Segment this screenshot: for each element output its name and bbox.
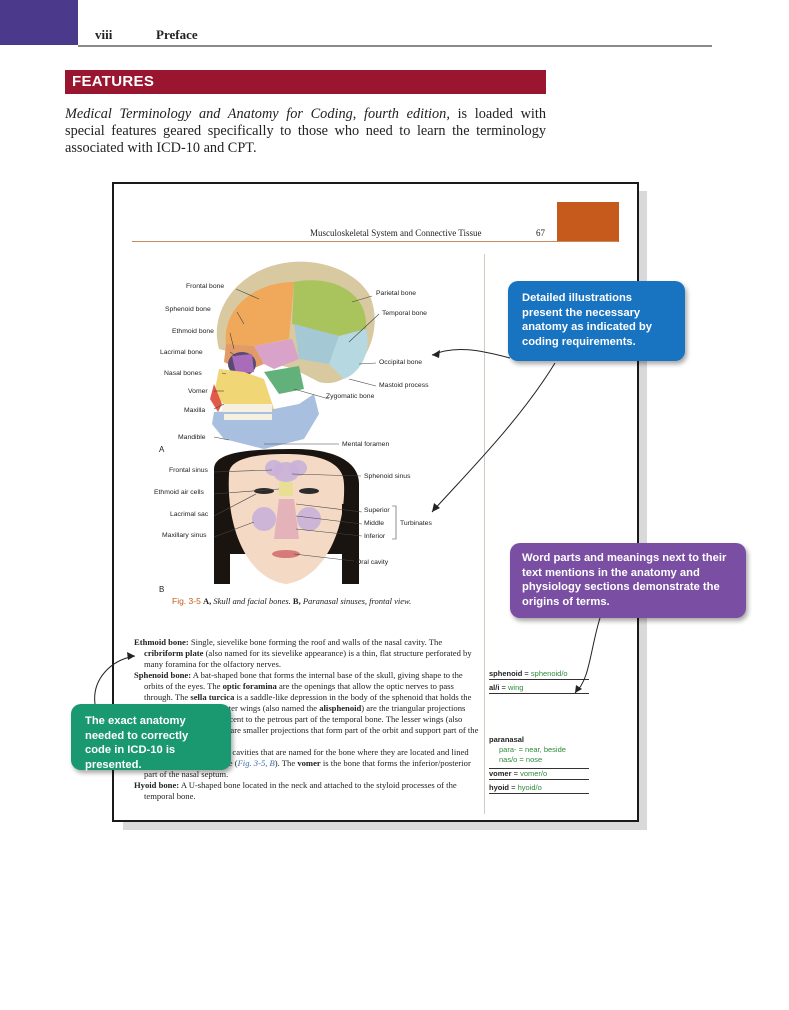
- sphenoid-paragraph: Sphenoid bone: A bat-shaped bone that fo…: [134, 670, 479, 746]
- label-middle: Middle: [364, 520, 384, 527]
- callout-word-parts: Word parts and meanings next to their te…: [510, 543, 746, 618]
- intro-text: is loaded with special features geared s…: [65, 106, 546, 156]
- sidebar-para: para- = near, beside: [499, 745, 566, 754]
- label-maxilla: Maxilla: [184, 407, 205, 414]
- figure-caption: Fig. 3-5 A, Skull and facial bones. B, P…: [172, 596, 412, 606]
- panel-a-label: A: [159, 445, 165, 454]
- features-heading-bar: FEATURES: [65, 70, 546, 94]
- label-sphenoid-bone: Sphenoid bone: [165, 306, 211, 313]
- page-number: viii: [95, 27, 113, 42]
- label-maxillary-sinus: Maxillary sinus: [162, 532, 207, 539]
- callout-exact-anatomy: The exact anatomy needed to correctly co…: [71, 704, 231, 771]
- book-title: Medical Terminology and Anatomy for Codi…: [65, 106, 450, 122]
- running-title: Preface: [156, 27, 198, 42]
- label-turbinates: Turbinates: [400, 520, 432, 527]
- label-frontal-bone: Frontal bone: [186, 283, 224, 290]
- label-mental-foramen: Mental foramen: [342, 441, 389, 448]
- label-ethmoid-bone: Ethmoid bone: [172, 328, 214, 335]
- features-heading: FEATURES: [72, 73, 155, 90]
- label-mandible: Mandible: [178, 434, 206, 441]
- label-inferior: Inferior: [364, 533, 386, 540]
- arrow-to-sidebar: [574, 617, 601, 694]
- arrow-to-sinus: [431, 362, 556, 513]
- panel-b-label: B: [159, 585, 164, 594]
- label-parietal-bone: Parietal bone: [376, 290, 416, 297]
- label-ethmoid-air-cells: Ethmoid air cells: [154, 489, 204, 496]
- sidebar-vomer: vomer = vomer/o: [489, 768, 589, 780]
- label-occipital-bone: Occipital bone: [379, 359, 422, 366]
- callout-illustrations: Detailed illustrations present the neces…: [508, 281, 685, 361]
- label-mastoid-process: Mastoid process: [379, 382, 429, 389]
- arrow-to-skull: [431, 348, 511, 359]
- arrow-to-body: [94, 655, 136, 705]
- sample-running-head: Musculoskeletal System and Connective Ti…: [310, 228, 482, 238]
- header-rule: [78, 45, 712, 47]
- sample-header-rule: [132, 241, 618, 242]
- label-lacrimal-bone: Lacrimal bone: [160, 349, 203, 356]
- sidebar-al: al/i = wing: [489, 683, 589, 694]
- sidebar-nas: nas/o = nose: [499, 755, 543, 764]
- label-frontal-sinus: Frontal sinus: [169, 467, 209, 474]
- hyoid-paragraph: Hyoid bone: A U-shaped bone located in t…: [134, 780, 457, 801]
- chapter-tab: [0, 0, 78, 45]
- label-temporal-bone: Temporal bone: [382, 310, 427, 317]
- sample-column-rule: [484, 254, 485, 814]
- sample-body-text: Ethmoid bone: Single, sievelike bone for…: [134, 637, 479, 802]
- ethmoid-paragraph: Ethmoid bone: Single, sievelike bone for…: [134, 637, 472, 669]
- label-nasal-bones: Nasal bones: [164, 370, 202, 377]
- label-vomer: Vomer: [188, 388, 208, 395]
- label-sphenoid-sinus: Sphenoid sinus: [364, 473, 411, 480]
- skull-illustration: [210, 261, 375, 449]
- sample-page-number: 67: [536, 228, 545, 238]
- sample-chapter-tab: [557, 202, 619, 242]
- label-zygomatic-bone: Zygomatic bone: [326, 393, 375, 400]
- label-superior: Superior: [364, 507, 390, 514]
- sinus-illustration: [214, 449, 359, 584]
- sidebar-sphenoid: sphenoid = sphenoid/o: [489, 669, 589, 680]
- label-lacrimal-sac: Lacrimal sac: [170, 511, 209, 518]
- sidebar-paranasal: paranasal: [489, 735, 525, 744]
- sidebar-hyoid: hyoid = hyoid/o: [489, 783, 589, 794]
- features-intro: Medical Terminology and Anatomy for Codi…: [65, 106, 546, 157]
- label-oral-cavity: Oral cavity: [356, 559, 389, 566]
- anatomy-figure: Frontal bone Sphenoid bone Ethmoid bone …: [154, 261, 432, 594]
